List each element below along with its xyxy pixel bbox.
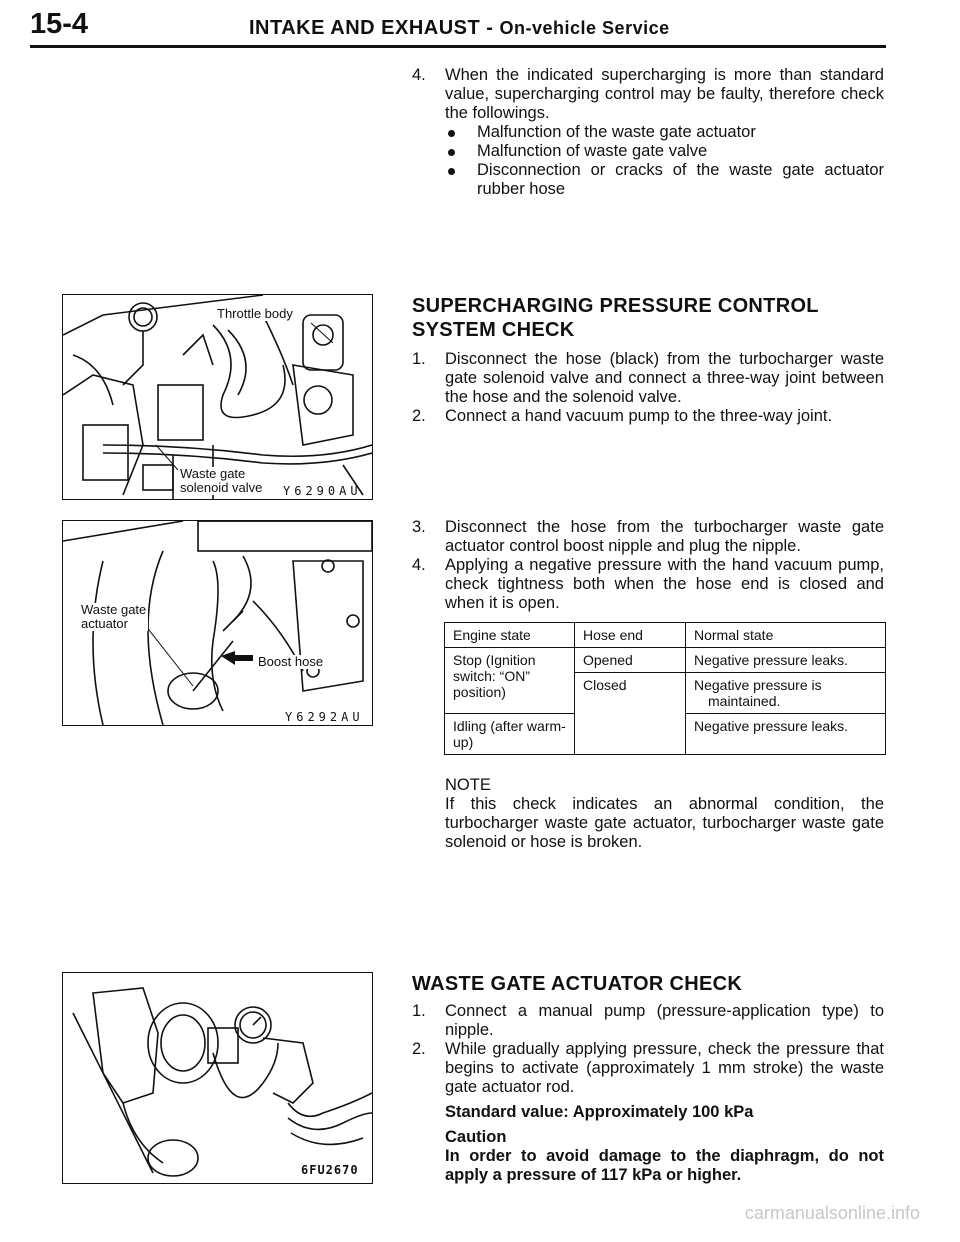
intro-bullet: Disconnection or cracks of the waste gat… [412,161,884,199]
procedure-step: 1. Disconnect the hose (black) from the … [412,350,884,407]
bullet-dot-icon [448,130,455,137]
intro-bullet-text: Disconnection or cracks of the waste gat… [477,161,884,198]
pressure-check-table: Engine state Hose end Normal state Stop … [444,622,886,755]
figure-waste-gate-actuator: Waste gate actuator Boost hose Y6292AU [62,520,373,726]
table-cell: Stop (Ignition switch: “ON” position) [444,647,575,714]
watermark: carmanualsonline.info [744,1203,920,1223]
table-header-row: Engine state Hose end Normal state [444,622,886,648]
label-boost-hose: Boost hose [256,654,326,669]
table-header: Normal state [685,622,886,648]
table-header: Hose end [574,622,686,648]
intro-bullet-text: Malfunction of waste gate valve [477,142,708,160]
engine-bay-illustration [63,295,372,499]
table-row: Idling (after warm-up) Negative pressure… [444,713,886,755]
intro-step-number: 4. [412,66,426,84]
figure-code: Y6292AU [285,710,364,724]
bullet-dot-icon [448,168,455,175]
figure-manual-pump: 6FU2670 [62,972,373,1184]
step-text: Disconnect the hose from the turbocharge… [445,518,884,555]
table-row: Stop (Ignition switch: “ON” position) Op… [444,647,886,714]
caution-text: In order to avoid damage to the diaphrag… [445,1147,884,1184]
step-number: 2. [412,1040,426,1058]
note-text: If this check indicates an abnormal cond… [445,795,884,851]
table-cell: Opened [574,647,686,673]
label-line: solenoid valve [180,480,263,495]
intro-bullet: Malfunction of waste gate valve [412,142,884,161]
table-cell: Idling (after warm-up) [444,713,575,755]
procedure-step: 2. Connect a hand vacuum pump to the thr… [412,407,884,426]
intro-step: 4. When the indicated supercharging is m… [412,66,884,123]
intro-bullet-text: Malfunction of the waste gate actuator [477,123,756,141]
step-number: 4. [412,556,426,574]
intro-block: 4. When the indicated supercharging is m… [412,66,884,199]
procedure-step: 1. Connect a manual pump (pressure-appli… [412,1002,884,1040]
procedure-step: 2. While gradually applying pressure, ch… [412,1040,884,1097]
title-separator: - [480,17,500,39]
figure-code: Y6290AU [283,484,362,498]
step-number: 3. [412,518,426,536]
table-header: Engine state [444,622,575,648]
table-cell: Negative pressure is maintained. [685,672,886,714]
section-supercharging-cont: 3. Disconnect the hose from the turbocha… [412,518,884,613]
pump-illustration [72,987,372,1177]
label-waste-gate-actuator: Waste gate actuator [79,602,149,631]
page-number: 15-4 [30,8,89,40]
procedure-step: 3. Disconnect the hose from the turbocha… [412,518,884,556]
section-supercharging: SUPERCHARGING PRESSURE CONTROL SYSTEM CH… [412,294,884,426]
page-subtitle: On-vehicle Service [499,18,670,38]
section-waste-gate: WASTE GATE ACTUATOR CHECK 1. Connect a m… [412,972,884,1185]
label-line: Waste gate [180,466,246,481]
note-block: NOTE If this check indicates an abnormal… [412,776,884,852]
label-throttle-body: Throttle body [215,306,295,321]
standard-value: Standard value: Approximately 100 kPa [445,1103,754,1121]
page-title-main: INTAKE AND EXHAUST [249,17,481,39]
table-row: Closed Negative pressure is maintained. [445,672,886,755]
bullet-dot-icon [448,149,455,156]
step-text: Disconnect the hose (black) from the tur… [445,350,884,406]
step-number: 1. [412,350,426,368]
header-rule [30,45,886,48]
step-text: Connect a hand vacuum pump to the three-… [445,407,833,425]
step-text: Applying a negative pressure with the ha… [445,556,884,612]
figure-code: 6FU2670 [301,1163,359,1177]
step-text: Connect a manual pump (pressure-applicat… [445,1002,884,1039]
procedure-step: 4. Applying a negative pressure with the… [412,556,884,613]
step-number: 2. [412,407,426,425]
section-title: WASTE GATE ACTUATOR CHECK [412,973,743,995]
caution-label: Caution [445,1128,507,1146]
intro-step-text: When the indicated supercharging is more… [445,66,884,122]
page-title: INTAKE AND EXHAUST - On-vehicle Service [249,17,670,40]
label-waste-gate-solenoid: Waste gate solenoid valve [178,466,265,495]
label-line: actuator [81,616,128,631]
table-cell: Negative pressure leaks. [685,647,886,673]
section-title: SUPERCHARGING PRESSURE CONTROL [412,295,819,317]
table-cell: Closed [574,672,686,755]
step-text: While gradually applying pressure, check… [445,1040,884,1096]
section-title: SYSTEM CHECK [412,319,575,341]
step-number: 1. [412,1002,426,1020]
note-label: NOTE [445,776,491,794]
table-cell: Negative pressure leaks. [685,713,886,755]
intro-bullet: Malfunction of the waste gate actuator [412,123,884,142]
label-line: Waste gate [81,602,147,617]
figure-throttle-body: Throttle body Waste gate solenoid valve … [62,294,373,500]
